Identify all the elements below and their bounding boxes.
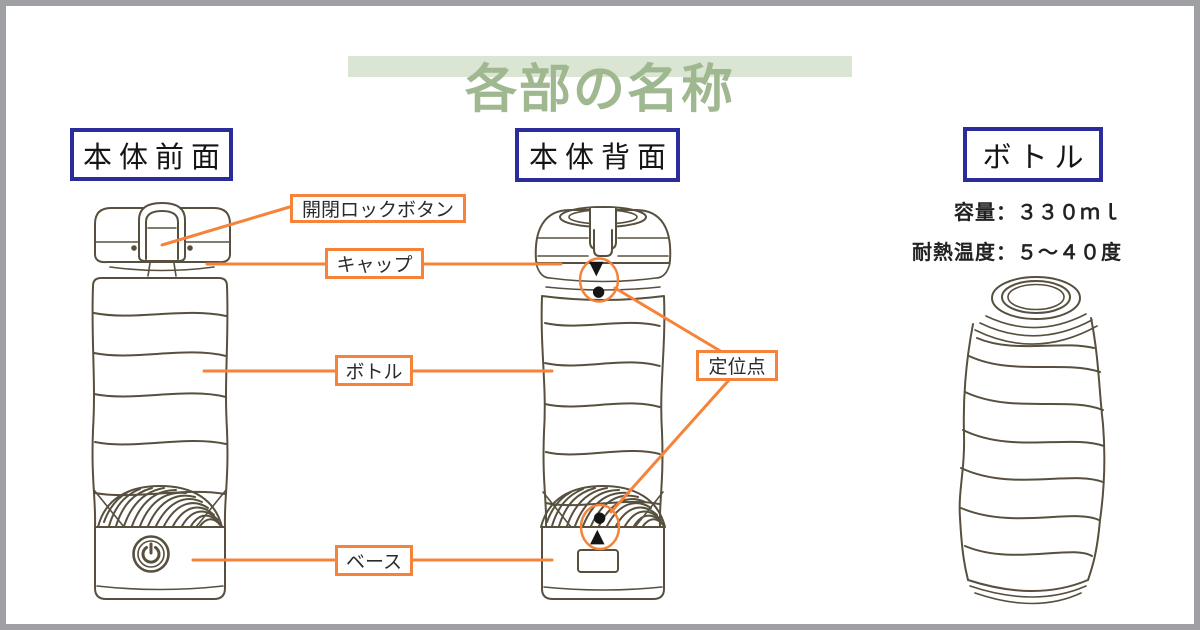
positioning-mark-top-triangle-icon: ▼ bbox=[589, 257, 604, 279]
front-cap-drawing bbox=[94, 202, 231, 277]
bottle-mouth-drawing bbox=[974, 276, 1098, 345]
bottle-heat-tolerance-text: 耐熱温度：５～４０度 bbox=[912, 242, 1122, 264]
callout-cap: キャップ bbox=[325, 248, 424, 279]
lock-button-drawing bbox=[131, 202, 193, 262]
title-underline-bar bbox=[348, 56, 852, 77]
back-cap-drawing bbox=[534, 206, 672, 291]
front-base-drawing bbox=[94, 526, 226, 600]
spiral-ribs-drawing bbox=[960, 337, 1105, 557]
section-heading-back: 本体背面 bbox=[515, 128, 680, 182]
page-title: 各部の名称 bbox=[464, 60, 735, 119]
positioning-mark-top-dot-icon: ● bbox=[592, 282, 606, 300]
bottle-body-drawing bbox=[958, 317, 1106, 605]
section-heading-bottle: ボトル bbox=[963, 127, 1103, 182]
front-view-drawing bbox=[91, 202, 231, 600]
positioning-mark-bottom-dot-icon: ● bbox=[593, 508, 607, 526]
front-swirl-dome-drawing bbox=[97, 485, 223, 528]
callout-lock-button: 開閉ロックボタン bbox=[290, 194, 466, 223]
bottle-capacity-text: 容量：３３０ｍｌ bbox=[954, 202, 1122, 224]
callout-base: ベース bbox=[335, 545, 413, 576]
back-base-drawing bbox=[541, 526, 665, 600]
positioning-mark-bottom-triangle-icon: ▲ bbox=[590, 525, 605, 547]
power-icon bbox=[132, 535, 170, 573]
callout-positioning-point: 定位点 bbox=[696, 350, 778, 381]
hinge-tab-drawing bbox=[589, 207, 617, 257]
callout-bottle: ボトル bbox=[335, 355, 413, 386]
bottle-drawing bbox=[958, 276, 1106, 605]
section-heading-front: 本体前面 bbox=[70, 128, 233, 181]
